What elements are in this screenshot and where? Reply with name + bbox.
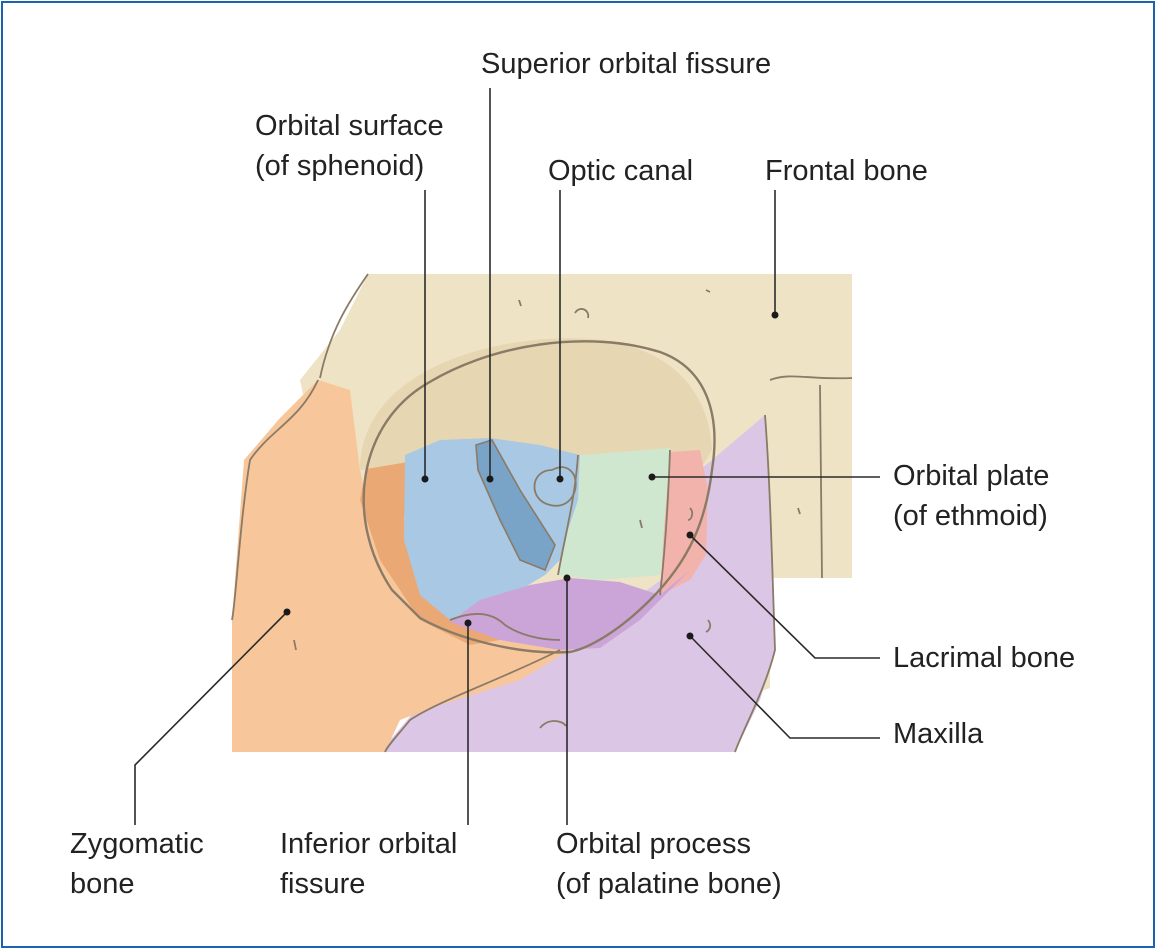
label-maxilla: Maxilla <box>893 718 984 750</box>
dot-orbital-process <box>563 574 571 582</box>
label-inferior-orbital-line2: fissure <box>280 868 365 900</box>
leader-maxilla <box>689 635 880 739</box>
lacrimal-region <box>660 450 708 595</box>
label-orbital-surface-line2: (of sphenoid) <box>255 150 424 182</box>
zygomatic-orbital-part <box>360 438 500 645</box>
sphenoid-ethmoid-suture <box>557 454 579 576</box>
label-orbital-plate-line1: Orbital plate <box>893 460 1049 492</box>
dot-zygomatic-bone <box>283 608 291 616</box>
label-lacrimal-bone: Lacrimal bone <box>893 642 1075 674</box>
leader-zygomatic <box>134 611 288 825</box>
frontal-nasal-suture <box>769 375 853 579</box>
zygomatic-suture <box>231 379 319 621</box>
label-frontal-bone: Frontal bone <box>765 155 928 187</box>
dot-orbital-plate <box>648 473 656 481</box>
dot-optic-canal <box>556 475 564 483</box>
zygomatic-bone-region <box>232 380 570 752</box>
dot-inferior-orbital-fissure <box>464 619 472 627</box>
superior-orbital-fissure-shape <box>475 439 556 572</box>
label-zygomatic-line1: Zygomatic <box>70 828 204 860</box>
texture-marks <box>293 289 801 729</box>
orbit-rim-outline <box>362 340 716 654</box>
optic-canal-shape <box>533 466 577 507</box>
dot-lacrimal-bone <box>686 531 694 539</box>
leader-lacrimal-bone <box>689 534 880 659</box>
ethmoid-region <box>558 448 670 580</box>
label-zygomatic-line2: bone <box>70 868 135 900</box>
dot-frontal-bone <box>771 311 779 319</box>
label-orbital-plate-line2: (of ethmoid) <box>893 500 1048 532</box>
maxilla-lower-edge <box>384 649 561 753</box>
ethmoid-lacrimal-suture <box>659 449 671 596</box>
dot-orbital-surface <box>421 475 429 483</box>
label-optic-canal: Optic canal <box>548 155 693 187</box>
inferior-fissure-line <box>449 612 561 641</box>
dot-maxilla <box>686 632 694 640</box>
label-orbital-process-line1: Orbital process <box>556 828 751 860</box>
dot-superior-orbital-fissure <box>486 475 494 483</box>
label-orbital-process-line2: (of palatine bone) <box>556 868 782 900</box>
frontal-margin <box>319 273 369 379</box>
label-inferior-orbital-line1: Inferior orbital <box>280 828 457 860</box>
palatine-region <box>450 570 690 650</box>
maxilla-region <box>380 415 775 752</box>
maxilla-edge <box>734 414 776 753</box>
label-orbital-surface-line1: Orbital surface <box>255 110 444 142</box>
label-superior-orbital-fissure: Superior orbital fissure <box>481 48 771 80</box>
